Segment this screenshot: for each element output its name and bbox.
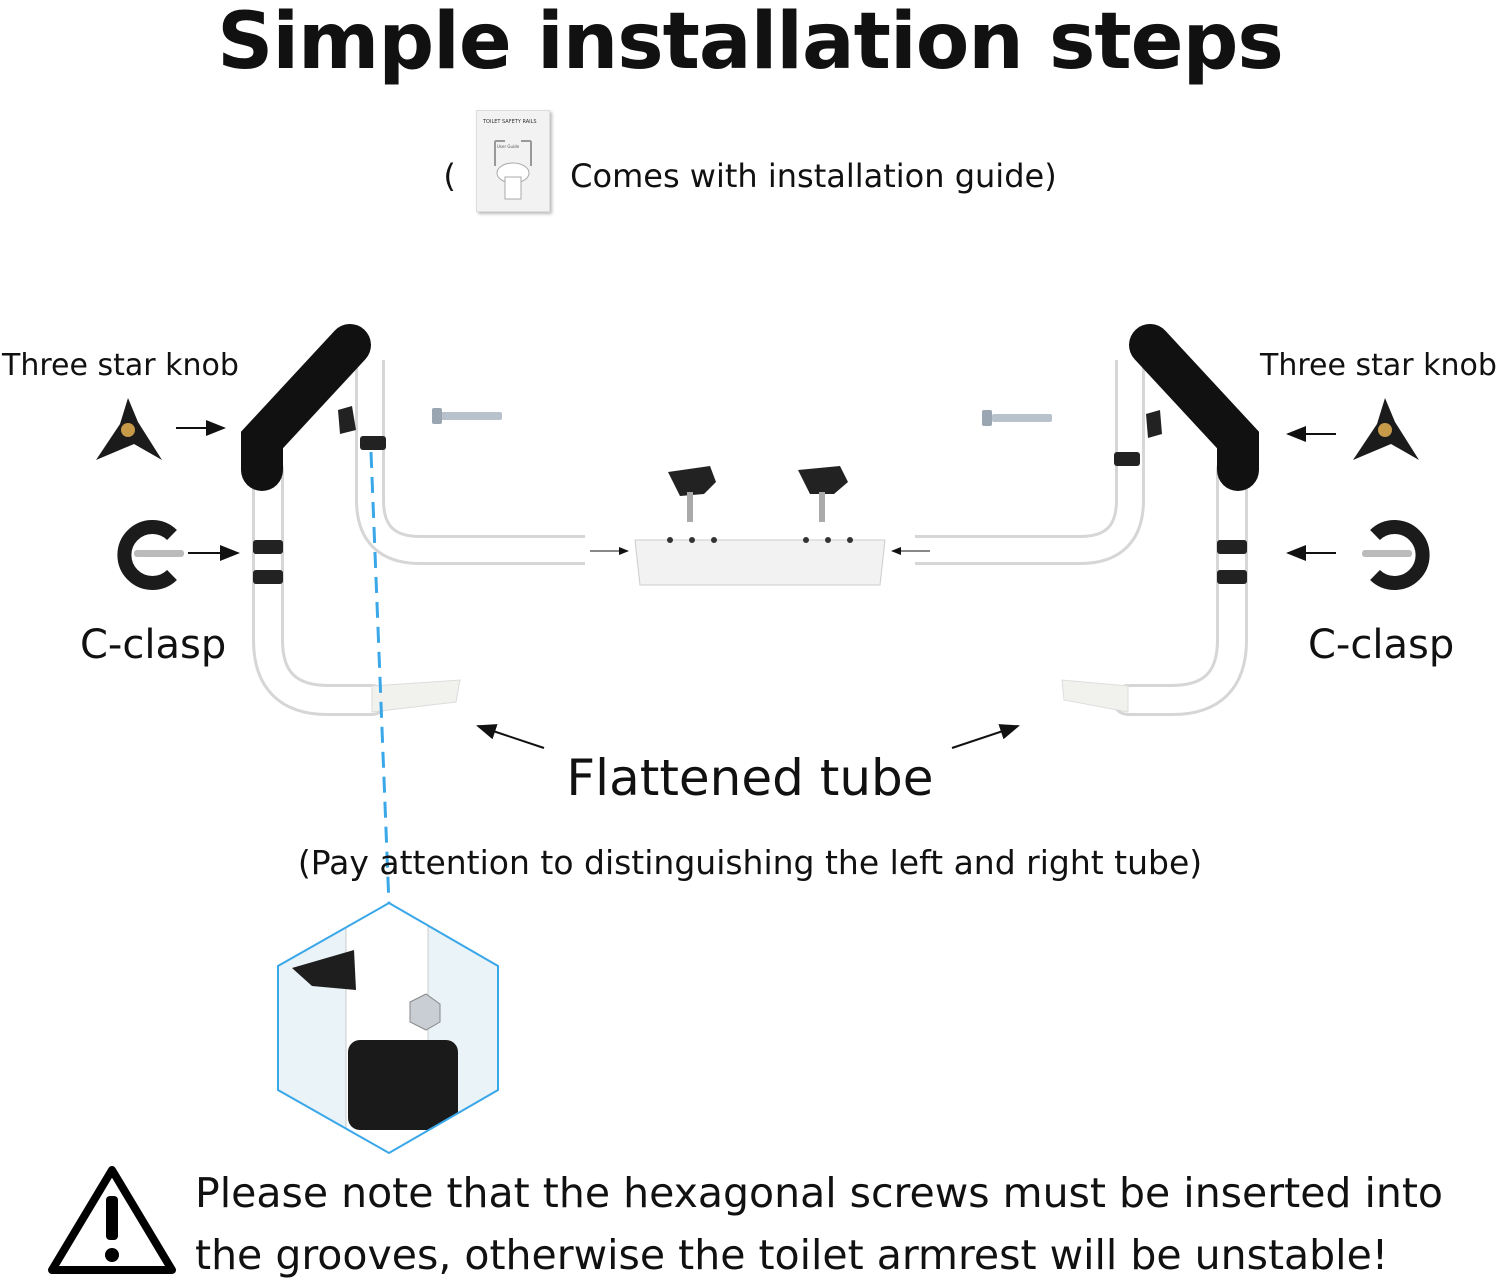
knob-screw-right — [798, 466, 848, 522]
c-clasp-icon — [1362, 520, 1430, 590]
bolt-icon — [432, 408, 502, 424]
arrow-icon — [951, 724, 1020, 749]
page-title: Simple installation steps — [217, 0, 1284, 87]
left-armrest — [241, 324, 585, 716]
guide-note: ( TOILET SAFETY RAILS User Guide Comes w… — [0, 110, 1500, 212]
booklet-title: TOILET SAFETY RAILS — [482, 119, 537, 125]
label-left-knob: Three star knob — [2, 348, 239, 383]
arrow-icon — [476, 724, 545, 749]
warning-note: Please note that the hexagonal screws mu… — [195, 1169, 1444, 1279]
center-connector — [634, 537, 886, 586]
label-flattened-tube: Flattened tube — [566, 749, 934, 807]
label-right-clasp: C-clasp — [1308, 622, 1455, 668]
booklet-subtitle: User Guide — [496, 144, 520, 149]
detail-hexagon — [277, 901, 499, 1155]
label-left-clasp: C-clasp — [80, 622, 227, 668]
knob-screw-left — [668, 466, 716, 522]
label-right-knob: Three star knob — [1260, 348, 1497, 383]
star-knob-icon — [96, 398, 162, 460]
guide-text: Comes with installation guide) — [570, 157, 1057, 195]
right-armrest — [915, 324, 1259, 716]
callout-dashed-line — [369, 451, 391, 906]
bolt-icon — [982, 410, 1052, 426]
label-attention: (Pay attention to distinguishing the lef… — [297, 843, 1203, 882]
c-clasp-icon — [117, 520, 184, 590]
warning-icon — [48, 1166, 176, 1274]
star-knob-icon — [1353, 398, 1419, 460]
guide-open-paren: ( — [443, 157, 456, 195]
booklet-icon: TOILET SAFETY RAILS User Guide — [475, 110, 550, 212]
